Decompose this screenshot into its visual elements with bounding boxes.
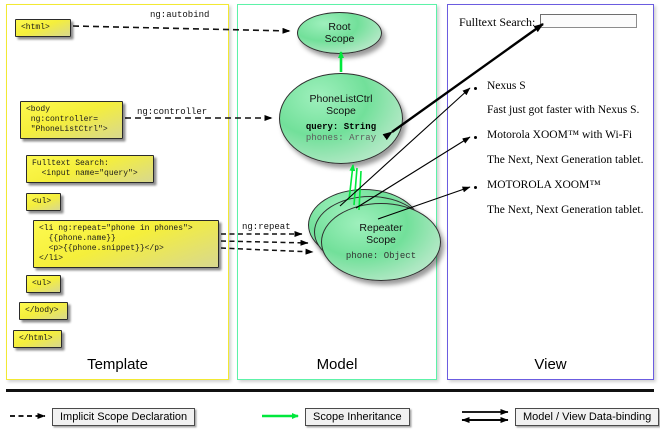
view-phone-name-0[interactable]: Nexus S [487,80,526,92]
panel-template-title: Template [87,356,148,373]
repeater-scope[interactable]: Repeater Scope phone: Object [321,203,441,281]
edge-label-ng-autobind: ng:autobind [150,10,210,20]
code-box-body-open[interactable]: <body ng:controller= "PhoneListCtrl"> [20,101,123,139]
code-box-html-open[interactable]: <html> [15,19,71,37]
code-box-body-close[interactable]: </body> [19,302,68,320]
view-phone-snippet-2: The Next, Next Generation tablet. [487,204,644,216]
code-box-fulltext-search[interactable]: Fulltext Search: <input name="query"> [26,155,154,183]
view-phone-snippet-0: Fast just got faster with Nexus S. [487,104,640,116]
edge-label-ng-repeat: ng:repeat [242,222,291,232]
repeater-scope-title-line2: Scope [366,234,396,246]
edge-label-ng-controller: ng:controller [137,107,208,117]
view-phone-name-2[interactable]: MOTOROLA XOOM™ [487,179,601,191]
code-box-ul-open[interactable]: <ul> [26,193,61,211]
legend-implicit-scope-declaration: Implicit Scope Declaration [52,408,196,426]
view-bullet-1 [474,136,477,139]
view-bullet-0 [474,87,477,90]
view-phone-name-1[interactable]: Motorola XOOM™ with Wi-Fi [487,129,633,141]
root-scope[interactable]: Root Scope [297,12,382,54]
repeater-scope-title-line1: Repeater [359,222,403,234]
root-scope-title-line1: Root [328,21,351,33]
panel-template: Template [6,4,229,380]
phonelistctrl-prop-phones: phones: Array [305,133,377,143]
view-phone-snippet-1: The Next, Next Generation tablet. [487,154,644,166]
view-search-input[interactable] [540,14,637,28]
panel-model-title: Model [316,356,358,373]
phonelistctrl-scope-props: query: String phones: Array [306,122,376,144]
legend-arrow-double [461,409,509,423]
phonelistctrl-scope-title-line2: Scope [326,105,356,117]
root-scope-title-line2: Scope [324,33,355,45]
footer-divider [6,389,654,392]
phonelistctrl-scope-title-line1: PhoneListCtrl [309,93,373,105]
phonelistctrl-prop-query: query: String [305,122,377,132]
panel-model: Model [237,4,437,380]
view-bullet-2 [474,186,477,189]
panel-view-title: View [534,356,567,373]
phonelistctrl-scope[interactable]: PhoneListCtrl Scope query: String phones… [279,73,403,164]
legend-scope-inheritance: Scope Inheritance [305,408,410,426]
panel-view: View [447,4,654,380]
view-fulltext-search-label: Fulltext Search: [459,15,536,29]
code-box-ul-close[interactable]: <ul> [26,275,61,293]
legend-model-view-data-binding: Model / View Data-binding [515,408,660,426]
code-box-html-close[interactable]: </html> [13,330,62,348]
code-box-li-repeat[interactable]: <li ng:repeat="phone in phones"> {{phone… [33,220,219,268]
repeater-scope-prop-phone: phone: Object [345,251,417,261]
